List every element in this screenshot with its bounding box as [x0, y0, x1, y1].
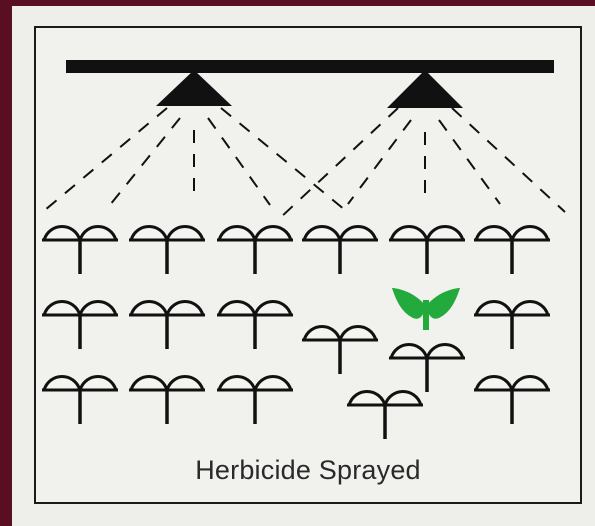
- crop-seedling-icon: [389, 345, 465, 393]
- crop-seedling-icon: [42, 302, 118, 350]
- crop-seedling-icon: [474, 302, 550, 350]
- crop-seedling-icon: [474, 377, 550, 425]
- spray-pattern-left: [45, 108, 345, 210]
- crop-seedling-icon: [347, 392, 423, 440]
- spray-boom-icon: [66, 60, 554, 73]
- crop-seedling-icon: [302, 327, 378, 375]
- diagram-caption: Herbicide Sprayed: [34, 455, 582, 486]
- crop-seedling-icon: [217, 227, 293, 275]
- crop-seedling-icon: [389, 227, 465, 275]
- nozzle-icon: [156, 70, 232, 106]
- crop-seedling-icon: [217, 377, 293, 425]
- crop-seedling-icon: [129, 227, 205, 275]
- crop-seedling-icon: [217, 302, 293, 350]
- nozzle-icon: [387, 70, 463, 108]
- weed-seedling-icon: [392, 288, 460, 330]
- crop-seedling-icon: [42, 377, 118, 425]
- spray-pattern-right: [280, 108, 565, 218]
- crop-seedling-icon: [129, 302, 205, 350]
- crop-seedling-icon: [42, 227, 118, 275]
- crop-seedling-icon: [129, 377, 205, 425]
- crop-seedling-icon: [474, 227, 550, 275]
- crop-seedling-icon: [302, 227, 378, 275]
